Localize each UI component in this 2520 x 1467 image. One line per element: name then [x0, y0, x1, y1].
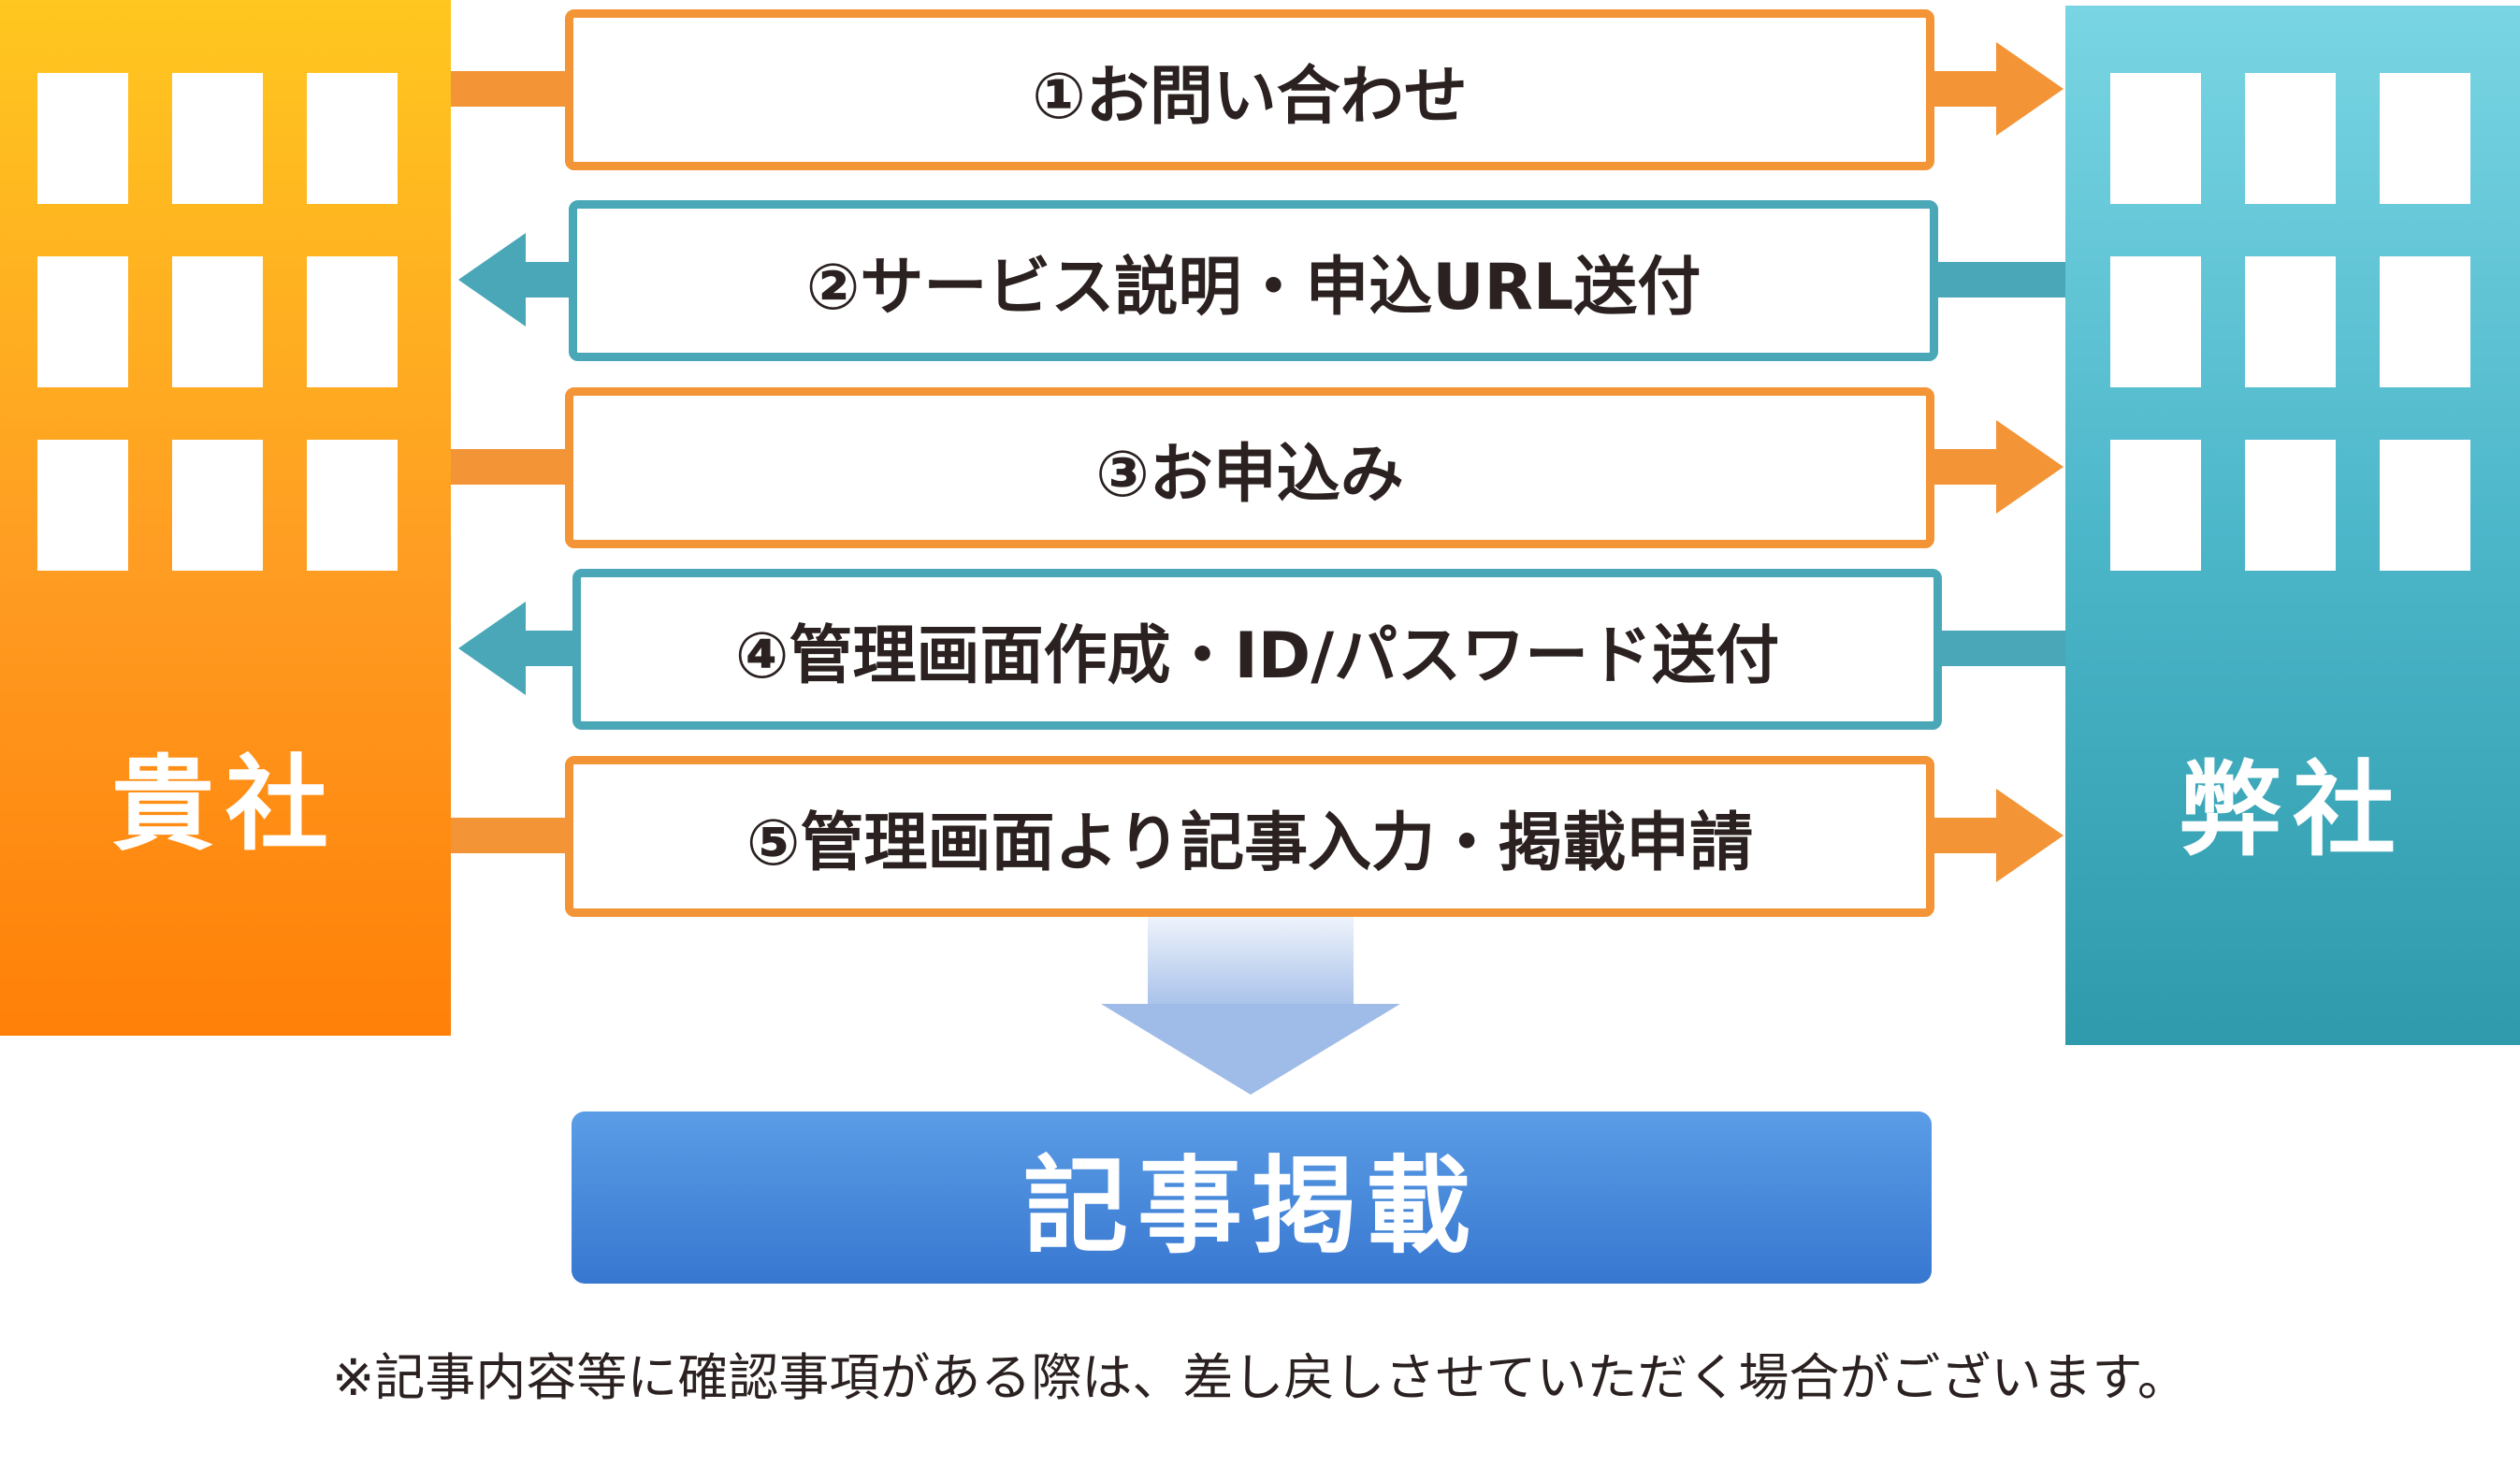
arrow-right-icon [1996, 789, 2064, 882]
arrow-right-icon [1996, 42, 2064, 136]
window [172, 73, 263, 204]
flow-line [451, 818, 574, 853]
flow-line [520, 262, 574, 298]
footnote: ※記事内容等に確認事項がある際は、差し戻しさせていただく場合がございます。 [332, 1348, 2188, 1407]
window [307, 440, 398, 571]
window [2380, 73, 2470, 204]
step-3-box: ③お申込み [565, 387, 1934, 548]
result-box: 記事掲載 [572, 1111, 1932, 1284]
client-building: 貴社 [0, 0, 451, 1036]
window [37, 440, 128, 571]
window [2245, 73, 2336, 204]
step-1-label: ①お問い合わせ [1032, 59, 1468, 134]
down-arrow-icon [1101, 1004, 1400, 1095]
arrow-right-icon [1996, 420, 2064, 514]
flow-line [451, 71, 574, 107]
step-2-label: ②サービス説明・申込URL送付 [805, 250, 1702, 325]
window [2380, 256, 2470, 387]
flow-line [1929, 818, 2000, 853]
flow-line [520, 631, 574, 666]
company-building-label: 弊社 [2179, 750, 2407, 870]
window [37, 73, 128, 204]
arrow-left-icon [458, 602, 526, 695]
step-4-label: ④管理画面作成・ID/パスワード送付 [734, 618, 1780, 693]
window [2110, 440, 2201, 571]
window [307, 73, 398, 204]
flow-line [1933, 631, 2065, 666]
flow-line [451, 449, 574, 485]
company-building: 弊社 [2065, 6, 2520, 1045]
flow-line [1929, 449, 2000, 485]
result-label: 記事掲載 [1023, 1146, 1480, 1268]
window [2110, 73, 2201, 204]
window [2245, 256, 2336, 387]
window [307, 256, 398, 387]
flow-line [1933, 262, 2065, 298]
flow-line [1929, 71, 2000, 107]
step-1-box: ①お問い合わせ [565, 9, 1934, 170]
client-building-label: 貴社 [111, 745, 340, 864]
step-5-box: ⑤管理画面より記事入力・掲載申請 [565, 756, 1934, 917]
window [172, 440, 263, 571]
window [37, 256, 128, 387]
window [2110, 256, 2201, 387]
step-4-box: ④管理画面作成・ID/パスワード送付 [572, 569, 1942, 730]
window [172, 256, 263, 387]
step-5-label: ⑤管理画面より記事入力・掲載申請 [746, 806, 1754, 880]
step-3-label: ③お申込み [1095, 437, 1404, 512]
down-arrow-shaft [1148, 917, 1354, 1006]
window [2380, 440, 2470, 571]
window [2245, 440, 2336, 571]
step-2-box: ②サービス説明・申込URL送付 [569, 200, 1938, 361]
arrow-left-icon [458, 233, 526, 327]
